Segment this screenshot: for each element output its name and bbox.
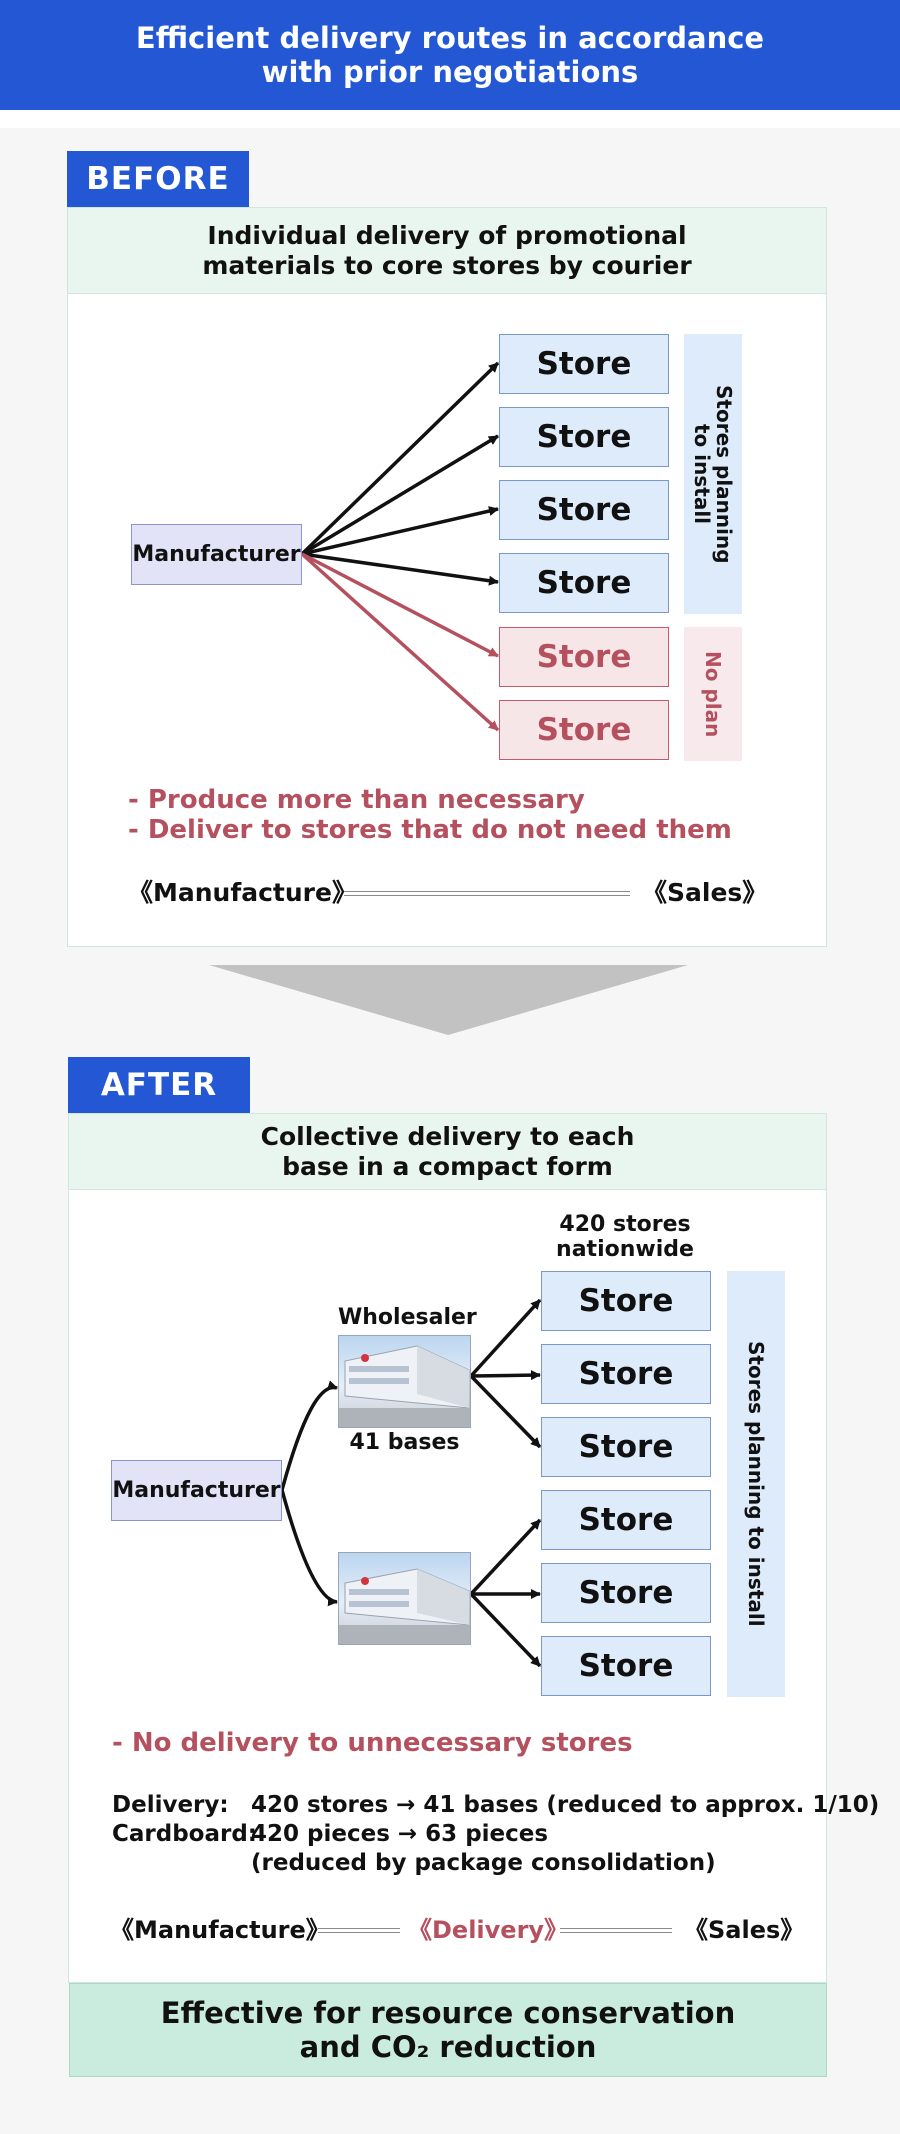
before-flow-line xyxy=(344,891,630,896)
before-flow-sales: 《Sales》 xyxy=(642,878,768,907)
warehouse-2-illustration xyxy=(339,1568,470,1644)
after-flow-manufacture: 《Manufacture》 xyxy=(110,1916,330,1944)
after-subhead-line-2: base in a compact form xyxy=(282,1151,613,1181)
arrow-before-3 xyxy=(301,506,499,556)
after-flow-sales: 《Sales》 xyxy=(684,1916,805,1944)
after-store-1: Store xyxy=(541,1271,711,1331)
before-store-3: Store xyxy=(499,480,669,540)
before-manufacturer-box: Manufacturer xyxy=(131,524,302,585)
page-header: Efficient delivery routes in accordance … xyxy=(0,0,900,110)
warehouse-1-illustration xyxy=(339,1345,470,1427)
before-store-4: Store xyxy=(499,553,669,613)
after-store-6: Store xyxy=(541,1636,711,1696)
stores-caption-line-1: 420 stores xyxy=(559,1212,691,1237)
before-issue-2: - Deliver to stores that do not need the… xyxy=(128,815,732,845)
arrow-before-6 xyxy=(300,552,500,732)
after-benefit: - No delivery to unnecessary stores xyxy=(112,1728,633,1758)
before-arrows xyxy=(300,361,500,732)
before-store-1: Store xyxy=(499,334,669,394)
warehouse-image-2 xyxy=(338,1552,471,1645)
before-subhead-line-2: materials to core stores by courier xyxy=(202,250,692,280)
arrow-before-2 xyxy=(301,434,499,556)
side-label-planning-line-1: Stores planning xyxy=(712,384,736,564)
after-manufacturer-box: Manufacturer xyxy=(111,1460,282,1521)
bases-label: 41 bases xyxy=(349,1430,460,1455)
side-label-planning-line-2: to install xyxy=(690,423,714,525)
arrow-wh1-store-2 xyxy=(470,1370,541,1381)
stores-caption-line-2: nationwide xyxy=(556,1237,694,1262)
before-side-label-planning: Stores planning to install xyxy=(684,334,742,614)
after-stores-caption: 420 stores nationwide xyxy=(540,1212,710,1262)
before-store-no-plan-2: Store xyxy=(499,700,669,760)
header-line-1: Efficient delivery routes in accordance xyxy=(135,21,765,55)
cardboard-value: 420 pieces → 63 pieces xyxy=(251,1821,549,1847)
after-arrows xyxy=(280,1298,542,1668)
after-flow-line-1 xyxy=(318,1928,400,1933)
before-tag: BEFORE xyxy=(67,151,249,207)
arrow-wh1-store-1 xyxy=(469,1298,542,1378)
cardboard-label: Cardboard: xyxy=(112,1821,257,1847)
warehouse-image-1 xyxy=(338,1335,471,1428)
arrow-before-5 xyxy=(301,552,499,658)
arrow-before-1 xyxy=(300,361,500,556)
before-flow-manufacture: 《Manufacture》 xyxy=(128,878,357,907)
footer-line-2: and CO₂ reduction xyxy=(299,2030,597,2064)
after-store-3: Store xyxy=(541,1417,711,1477)
after-side-label-text: Stores planning to install xyxy=(744,1341,768,1627)
before-subhead: Individual delivery of promotional mater… xyxy=(68,208,826,294)
before-store-2: Store xyxy=(499,407,669,467)
delivery-label: Delivery: xyxy=(112,1792,229,1818)
after-store-2: Store xyxy=(541,1344,711,1404)
before-side-label-no-plan: No plan xyxy=(684,627,742,761)
cardboard-note: (reduced by package consolidation) xyxy=(251,1850,716,1876)
before-issue-1: - Produce more than necessary xyxy=(128,785,585,815)
arrow-mfr-to-warehouse-2 xyxy=(280,1489,338,1607)
arrow-before-4 xyxy=(301,552,499,586)
after-store-5: Store xyxy=(541,1563,711,1623)
wholesaler-label: Wholesaler xyxy=(338,1305,477,1330)
arrow-wh1-store-3 xyxy=(469,1374,542,1449)
delivery-value: 420 stores → 41 bases (reduced to approx… xyxy=(251,1792,880,1818)
after-side-label-planning: Stores planning to install xyxy=(727,1271,785,1697)
transition-chevron xyxy=(209,965,688,1035)
arrow-mfr-to-warehouse-1 xyxy=(280,1380,338,1491)
after-subhead-line-1: Collective delivery to each xyxy=(260,1121,635,1151)
arrow-wh2-store-6 xyxy=(469,1592,542,1668)
header-line-2: with prior negotiations xyxy=(261,55,639,89)
after-store-4: Store xyxy=(541,1490,711,1550)
after-subhead: Collective delivery to each base in a co… xyxy=(69,1114,826,1190)
before-store-no-plan-1: Store xyxy=(499,627,669,687)
result-footer: Effective for resource conservation and … xyxy=(69,1983,827,2077)
after-flow-line-2 xyxy=(560,1928,672,1933)
footer-line-1: Effective for resource conservation xyxy=(160,1996,736,2030)
after-flow-delivery: 《Delivery》 xyxy=(408,1916,569,1944)
arrow-wh2-store-4 xyxy=(469,1518,542,1596)
before-subhead-line-1: Individual delivery of promotional xyxy=(207,220,687,250)
after-tag: AFTER xyxy=(68,1057,250,1113)
side-label-no-plan-text: No plan xyxy=(701,650,725,738)
